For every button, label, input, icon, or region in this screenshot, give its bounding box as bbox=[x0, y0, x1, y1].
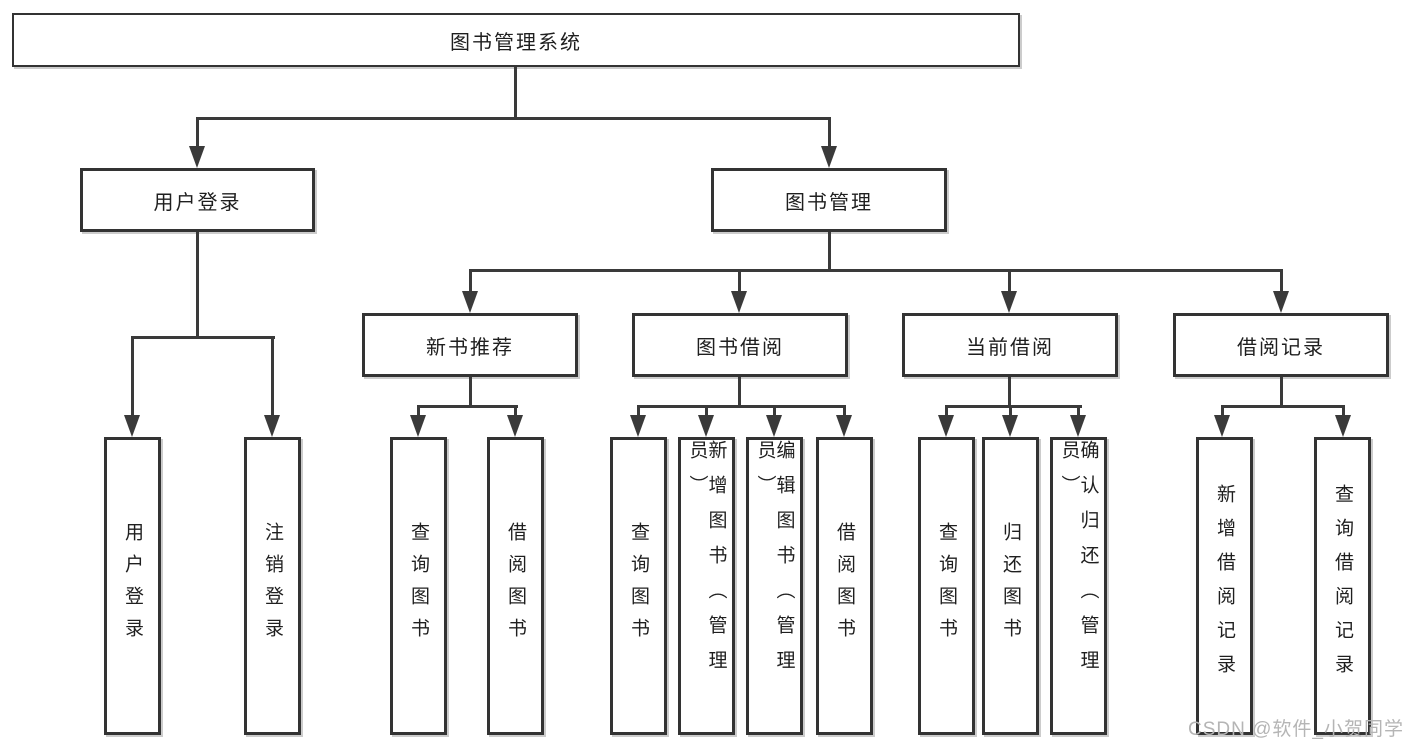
leaf-edit-books-admin: 编辑图书（管理员） bbox=[746, 437, 803, 735]
watermark-text: CSDN @软件_小贺同学 bbox=[1188, 719, 1404, 740]
connector-line bbox=[271, 336, 274, 417]
arrow-down-icon bbox=[410, 415, 426, 437]
arrow-down-icon bbox=[1002, 415, 1018, 437]
connector-line bbox=[945, 405, 948, 419]
leaf-add-borrow-record: 新增借阅记录 bbox=[1196, 437, 1253, 735]
connector-line bbox=[417, 405, 420, 419]
connector-line bbox=[131, 336, 275, 339]
connector-line bbox=[738, 377, 741, 406]
arrow-down-icon bbox=[1273, 291, 1289, 313]
leaf-add-books-admin: 新增图书（管理员） bbox=[678, 437, 735, 735]
connector-line bbox=[945, 405, 1082, 408]
connector-line bbox=[1221, 405, 1345, 408]
leaf-query-books-current: 查询图书 bbox=[918, 437, 975, 735]
arrow-down-icon bbox=[189, 146, 205, 168]
connector-line bbox=[738, 269, 741, 293]
arrow-down-icon bbox=[1070, 415, 1086, 437]
arrow-down-icon bbox=[264, 415, 280, 437]
connector-line bbox=[1221, 405, 1224, 419]
leaf-borrow-books: 借阅图书 bbox=[816, 437, 873, 735]
connector-line bbox=[196, 232, 199, 337]
connector-line bbox=[1342, 405, 1345, 419]
node-new-book-recommend: 新书推荐 bbox=[362, 313, 578, 377]
arrow-down-icon bbox=[1001, 291, 1017, 313]
connector-line bbox=[196, 117, 199, 149]
connector-line bbox=[705, 405, 708, 419]
connector-line bbox=[1009, 405, 1012, 419]
leaf-borrow-books-recommend: 借阅图书 bbox=[487, 437, 544, 735]
connector-line bbox=[773, 405, 776, 419]
connector-line bbox=[196, 117, 831, 120]
arrow-down-icon bbox=[766, 415, 782, 437]
leaf-return-books: 归还图书 bbox=[982, 437, 1039, 735]
connector-line bbox=[514, 67, 517, 118]
node-library-system: 图书管理系统 bbox=[12, 13, 1020, 67]
arrow-down-icon bbox=[1214, 415, 1230, 437]
arrow-down-icon bbox=[938, 415, 954, 437]
connector-line bbox=[828, 117, 831, 149]
connector-line bbox=[1280, 377, 1283, 406]
arrow-down-icon bbox=[630, 415, 646, 437]
connector-line bbox=[1077, 405, 1080, 419]
arrow-down-icon bbox=[124, 415, 140, 437]
connector-line bbox=[469, 377, 472, 406]
arrow-down-icon bbox=[507, 415, 523, 437]
connector-line bbox=[514, 405, 517, 419]
node-user-login: 用户登录 bbox=[80, 168, 315, 232]
arrow-down-icon bbox=[1335, 415, 1351, 437]
connector-line bbox=[637, 405, 640, 419]
connector-line bbox=[1008, 377, 1011, 406]
connector-line bbox=[637, 405, 846, 408]
connector-line bbox=[469, 269, 472, 293]
connector-line bbox=[828, 232, 831, 270]
node-book-management: 图书管理 bbox=[711, 168, 947, 232]
arrow-down-icon bbox=[821, 146, 837, 168]
node-book-borrow: 图书借阅 bbox=[632, 313, 848, 377]
connector-line bbox=[131, 336, 134, 417]
connector-line bbox=[1008, 269, 1011, 293]
arrow-down-icon bbox=[836, 415, 852, 437]
connector-line bbox=[843, 405, 846, 419]
leaf-query-books-borrow: 查询图书 bbox=[610, 437, 667, 735]
leaf-logout: 注销登录 bbox=[244, 437, 301, 735]
node-borrow-records: 借阅记录 bbox=[1173, 313, 1389, 377]
connector-line bbox=[469, 269, 1283, 272]
connector-line bbox=[1280, 269, 1283, 293]
connector-line bbox=[417, 405, 518, 408]
arrow-down-icon bbox=[698, 415, 714, 437]
leaf-query-borrow-record: 查询借阅记录 bbox=[1314, 437, 1371, 735]
node-current-borrow: 当前借阅 bbox=[902, 313, 1118, 377]
leaf-confirm-return-admin: 确认归还（管理员） bbox=[1050, 437, 1107, 735]
arrow-down-icon bbox=[462, 291, 478, 313]
leaf-user-login: 用户登录 bbox=[104, 437, 161, 735]
arrow-down-icon bbox=[731, 291, 747, 313]
leaf-query-books-recommend: 查询图书 bbox=[390, 437, 447, 735]
